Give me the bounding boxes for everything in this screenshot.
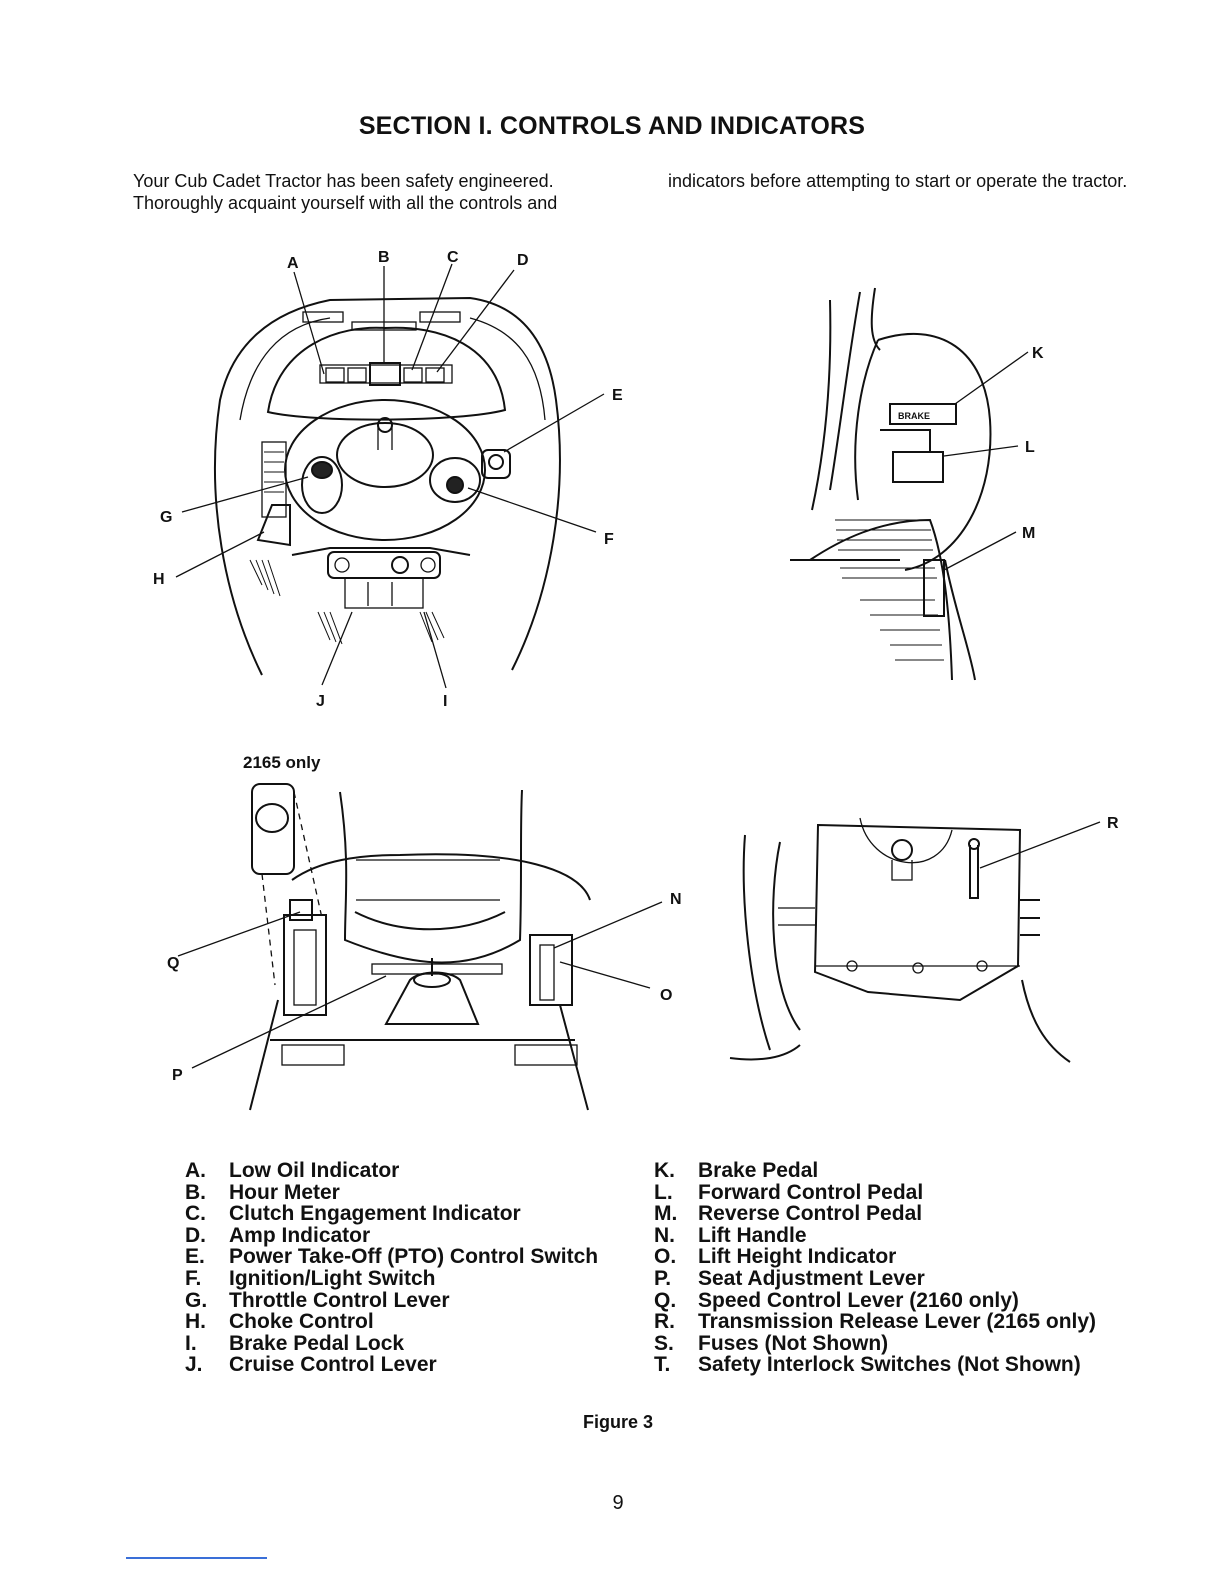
callout-m: M [1022,525,1035,542]
legend-item: P.Seat Adjustment Lever [654,1266,925,1290]
section-title: SECTION I. CONTROLS AND INDICATORS [358,112,866,140]
rear-view-drawing: R [729,815,1119,1063]
legend-item: F.Ignition/Light Switch [185,1266,436,1290]
dashboard-drawing: A B C D E F G H I J [153,249,623,710]
callout-f: F [604,531,614,548]
callout-c: C [447,249,459,266]
seat-view-drawing: Q P N O [167,783,682,1111]
legend-item: S.Fuses (Not Shown) [654,1331,889,1355]
legend-item: C.Clutch Engagement Indicator [185,1202,521,1226]
legend-item: M.Reverse Control Pedal [654,1202,923,1226]
callout-j: J [316,693,325,710]
pedals-drawing: BRAKE K L M [790,287,1044,681]
footer-rule [126,1557,267,1559]
callout-p: P [172,1067,183,1084]
legend-item: N.Lift Handle [654,1223,807,1247]
legend-item: G.Throttle Control Lever [185,1288,450,1312]
legend-item: I.Brake Pedal Lock [185,1331,405,1355]
legend-right: K.Brake Pedal L.Forward Control Pedal M.… [654,1160,1096,1376]
legend-item: L.Forward Control Pedal [654,1180,924,1204]
callout-k: K [1032,345,1044,362]
legend-item: J.Cruise Control Lever [185,1353,437,1377]
callout-e: E [612,387,623,404]
legend-item: R.Transmission Release Lever (2165 only) [654,1310,1097,1334]
brake-decal-text: BRAKE [898,411,930,421]
legend-item: H.Choke Control [185,1310,374,1334]
callout-o: O [660,987,672,1004]
legend-item: A.Low Oil Indicator [185,1159,400,1182]
callout-g: G [160,509,172,526]
controls-illustration: A B C D E F G H I J BRAKE K L [153,249,1119,1111]
legend-item: K.Brake Pedal [654,1159,819,1182]
legend-item: E.Power Take-Off (PTO) Control Switch [185,1245,599,1269]
legend-item: B.Hour Meter [185,1180,340,1204]
callout-q: Q [167,955,179,972]
legend-item: D.Amp Indicator [185,1223,371,1247]
legend-left: A.Low Oil Indicator B.Hour Meter C.Clutc… [185,1160,598,1376]
intro-text-left: Your Cub Cadet Tractor has been safety e… [133,171,558,213]
figure-caption: Figure 3 [582,1412,653,1432]
callout-r: R [1107,815,1119,832]
page-number: 9 [612,1492,624,1514]
legend-item: O.Lift Height Indicator [654,1245,897,1269]
callout-n: N [670,891,682,908]
legend-item: T.Safety Interlock Switches (Not Shown) [654,1353,1081,1377]
callout-i: I [443,693,447,710]
callout-d: D [517,252,529,269]
callout-h: H [153,571,165,588]
intro-text-right: indicators before attempting to start or… [668,171,1128,191]
callout-a: A [287,255,299,272]
model-2165-note: 2165 only [243,753,321,772]
legend-item: Q.Speed Control Lever (2160 only) [654,1288,1019,1312]
callout-b: B [378,249,390,266]
callout-l: L [1025,439,1035,456]
